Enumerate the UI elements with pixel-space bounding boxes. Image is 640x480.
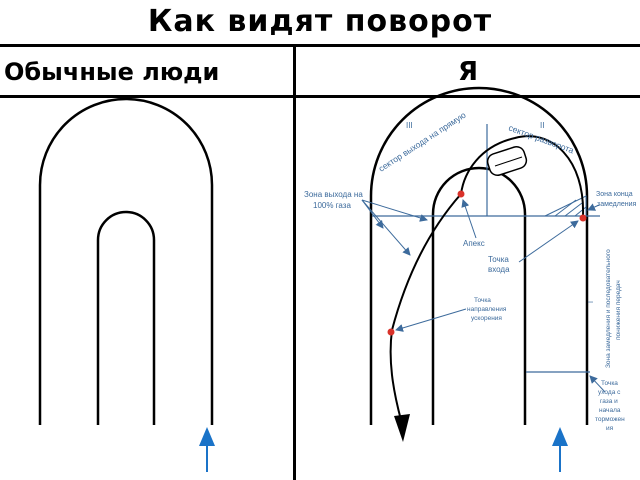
deceleration-zone-label-2: понижения передач bbox=[615, 280, 622, 340]
meme-title: Как видят поворот bbox=[147, 4, 493, 39]
brake-point-label-1: Точка bbox=[601, 380, 618, 387]
deceleration-zone-label-1: Зона замедления и последовательного bbox=[605, 249, 612, 368]
brake-point-label-2: ухода с bbox=[598, 389, 621, 396]
left-direction-arrow-icon bbox=[199, 427, 215, 472]
apex-marker bbox=[457, 190, 465, 198]
right-panel-header: Я bbox=[457, 57, 479, 87]
exit-zone-label-1: Зона выхода на bbox=[304, 190, 363, 199]
left-turn-road bbox=[38, 97, 214, 425]
sector-ii-label: II bbox=[540, 121, 544, 130]
top-divider bbox=[0, 44, 640, 47]
entry-point-label-1: Точка bbox=[488, 255, 509, 264]
sector-iii-label: III bbox=[406, 121, 413, 130]
apex-label: Апекс bbox=[463, 239, 485, 248]
racing-line-arrow-icon bbox=[394, 414, 410, 442]
entry-point-marker bbox=[579, 214, 587, 222]
acceleration-point-label-2: направления bbox=[467, 306, 507, 313]
car-icon bbox=[486, 145, 528, 177]
end-zone-label-1: Зона конца bbox=[596, 191, 633, 198]
acceleration-point-label-1: Точка bbox=[474, 297, 491, 304]
entry-point-label-2: входа bbox=[488, 265, 510, 274]
acceleration-point-marker bbox=[387, 328, 395, 336]
panel-divider bbox=[293, 46, 296, 480]
left-panel-header: Обычные люди bbox=[4, 58, 220, 86]
right-turn-road bbox=[369, 86, 589, 425]
sector-i-label: I bbox=[588, 301, 595, 303]
brake-point-label-3: газа и bbox=[600, 398, 618, 405]
right-direction-arrow-icon bbox=[552, 427, 568, 472]
brake-point-label-5: торможен bbox=[595, 416, 625, 423]
header-divider bbox=[0, 95, 640, 98]
end-deceleration-zone bbox=[544, 195, 587, 217]
brake-point-label-4: начала bbox=[599, 407, 621, 414]
exit-sector-label: сектор выхода на прямую bbox=[377, 109, 468, 173]
acceleration-point-label-3: ускорения bbox=[471, 315, 502, 322]
exit-zone-label-2: 100% газа bbox=[313, 201, 351, 210]
end-zone-label-2: замедления bbox=[597, 201, 636, 208]
brake-point-label-6: ия bbox=[606, 425, 614, 432]
